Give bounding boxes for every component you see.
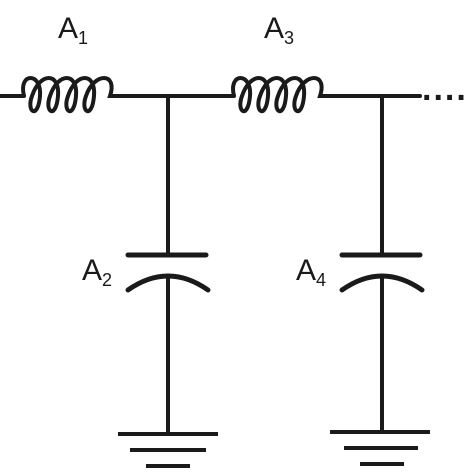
continuation-dots: ....	[422, 70, 468, 108]
label-a1: A1	[58, 12, 89, 48]
inductor-a3-coil	[231, 76, 324, 113]
label-a2: A2	[82, 254, 113, 290]
label-a4: A4	[296, 254, 327, 290]
inductor-a1-coil	[21, 76, 118, 113]
label-a3: A3	[264, 12, 295, 48]
